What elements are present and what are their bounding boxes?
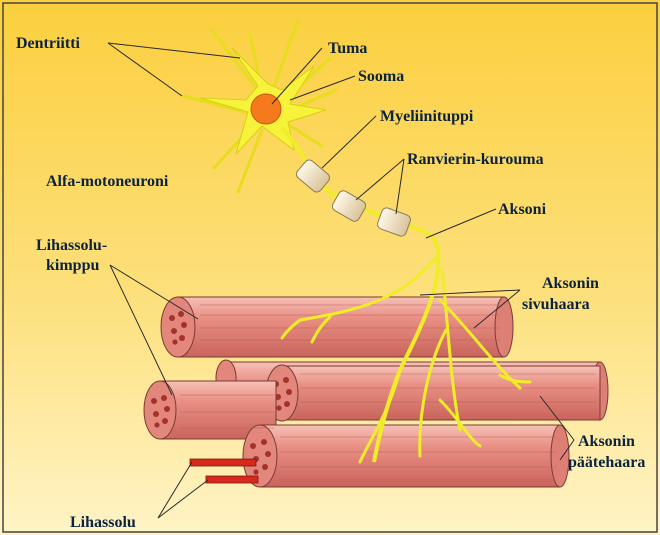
label-alfa-motoneuroni: Alfa-motoneuroni — [46, 173, 169, 190]
label-sooma: Sooma — [358, 68, 404, 85]
label-lihassolukimppu-line2: kimppu — [46, 257, 99, 274]
muscle-fiber-bundle-bottom — [243, 425, 569, 487]
label-lihassolu: Lihassolu — [70, 514, 136, 531]
label-tuma: Tuma — [328, 40, 367, 57]
muscle-cell-fiber-2 — [206, 476, 258, 483]
label-myeliinituppi: Myeliinituppi — [380, 108, 474, 125]
label-aksonin-paatehaara-line1: Aksonin — [578, 433, 635, 450]
label-aksonin-sivuhaara-line2: sivuhaara — [522, 296, 590, 313]
muscle-fiber-bundle-top — [161, 297, 513, 357]
label-ranvierin-kurouma: Ranvierin-kurouma — [407, 151, 544, 168]
label-lihassolukimppu-line1: Lihassolu- — [36, 237, 107, 254]
label-aksonin-sivuhaara-line1: Aksonin — [542, 275, 599, 292]
muscle-cell-fiber-1 — [190, 459, 256, 466]
label-aksoni: Aksoni — [498, 201, 547, 218]
label-dentriitti: Dentriitti — [16, 35, 81, 52]
label-aksonin-paatehaara-line2: päätehaara — [568, 454, 645, 471]
